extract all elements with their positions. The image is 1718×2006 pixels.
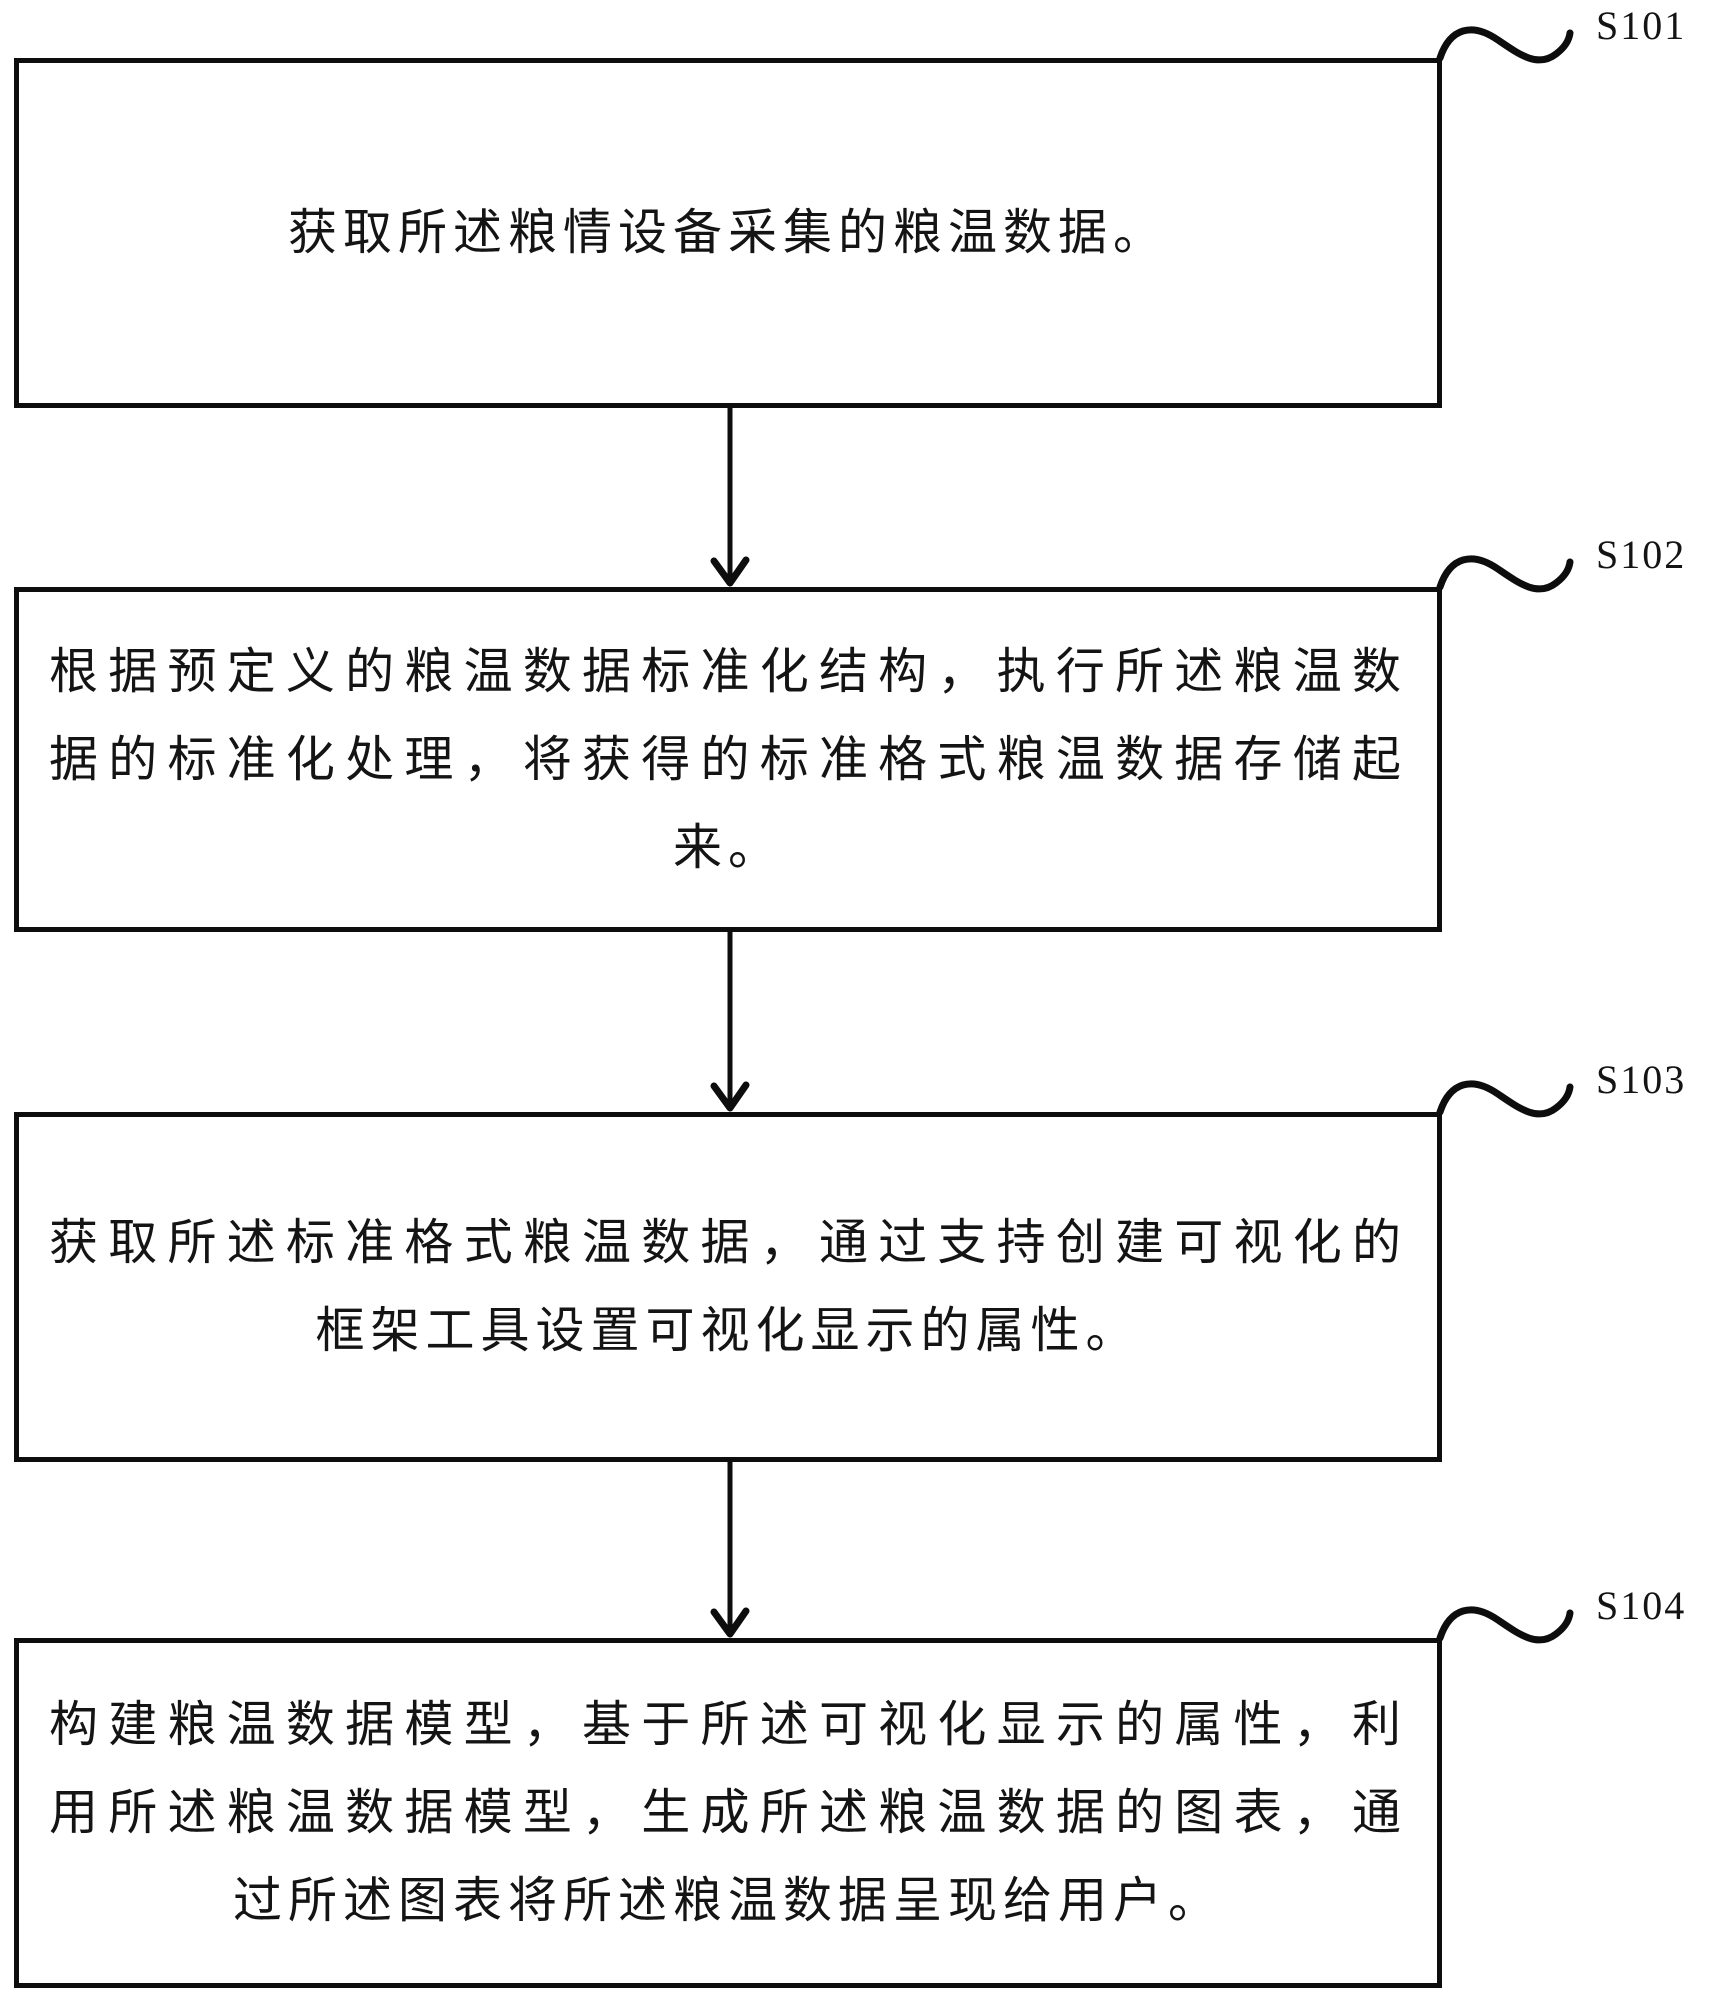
step-label-s101: S101 <box>1596 3 1687 48</box>
step-text-line: 根据预定义的粮温数据标准化结构，执行所述粮温数 <box>49 643 1407 699</box>
step-label-s104: S104 <box>1596 1583 1687 1628</box>
step-text-line: 来。 <box>672 819 783 875</box>
step-box-s101: 获取所述粮情设备采集的粮温数据。 <box>14 58 1442 408</box>
step-label-s102: S102 <box>1596 532 1687 577</box>
step-text-line: 过所述图表将所述粮温数据呈现给用户。 <box>232 1873 1223 1928</box>
step-box-s104: 构建粮温数据模型，基于所述可视化显示的属性，利 用所述粮温数据模型，生成所述粮温… <box>14 1638 1442 1988</box>
down-arrow-icon <box>710 932 750 1112</box>
squiggle-leader-icon <box>1436 1606 1574 1644</box>
step-text-line: 构建粮温数据模型，基于所述可视化显示的属性，利 <box>49 1697 1407 1752</box>
squiggle-leader-icon <box>1436 26 1574 64</box>
step-text-line: 获取所述标准格式粮温数据，通过支持创建可视化的 <box>49 1215 1407 1270</box>
squiggle-leader-icon <box>1436 1080 1574 1118</box>
down-arrow-icon <box>710 407 750 587</box>
step-text-line: 框架工具设置可视化显示的属性。 <box>315 1303 1141 1358</box>
down-arrow-icon <box>710 1458 750 1638</box>
step-text-line: 用所述粮温数据模型，生成所述粮温数据的图表，通 <box>49 1785 1407 1840</box>
step-label-s103: S103 <box>1596 1057 1687 1102</box>
step-box-s103: 获取所述标准格式粮温数据，通过支持创建可视化的 框架工具设置可视化显示的属性。 <box>14 1112 1442 1462</box>
step-text-line: 据的标准化处理，将获得的标准格式粮温数据存储起 <box>49 731 1407 787</box>
step-box-s102: 根据预定义的粮温数据标准化结构，执行所述粮温数 据的标准化处理，将获得的标准格式… <box>14 587 1442 932</box>
step-text-line: 获取所述粮情设备采集的粮温数据。 <box>287 205 1168 260</box>
squiggle-leader-icon <box>1436 555 1574 593</box>
